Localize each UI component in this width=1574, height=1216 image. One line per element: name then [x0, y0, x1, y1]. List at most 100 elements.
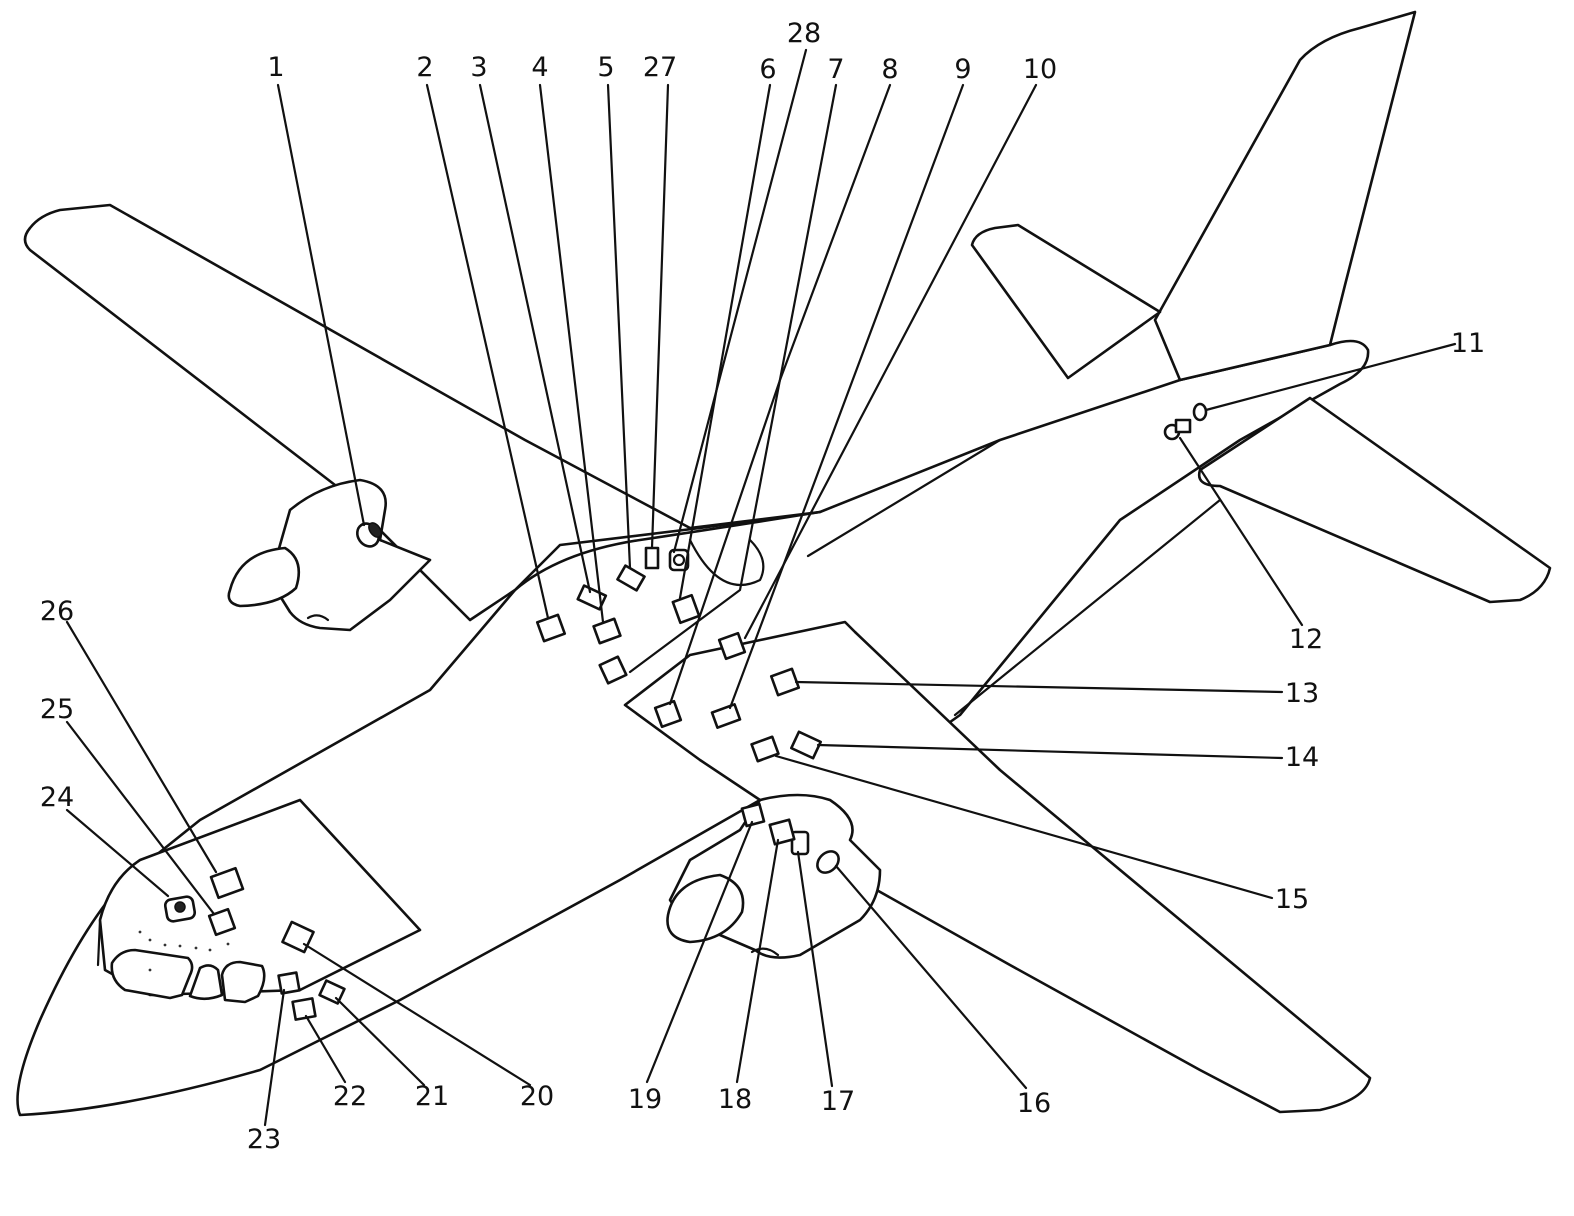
unit-27 — [644, 546, 660, 570]
leader-28 — [672, 48, 808, 554]
callout-20: 20 — [520, 1081, 554, 1112]
leader-6 — [678, 83, 772, 600]
leader-20 — [302, 942, 532, 1087]
leader-23 — [263, 988, 286, 1127]
leader-27 — [650, 83, 670, 550]
callout-14: 14 — [1285, 742, 1319, 773]
left-engine-detail — [306, 614, 330, 622]
cockpit-window-1 — [110, 948, 194, 1000]
unit-1 — [356, 522, 382, 548]
leader-18 — [735, 838, 780, 1084]
cockpit-dots — [138, 930, 230, 972]
unit-21 — [318, 979, 346, 1005]
left-wing — [23, 203, 822, 622]
leader-16 — [834, 864, 1028, 1090]
leader-19 — [645, 820, 754, 1084]
left-spinner — [227, 546, 300, 608]
cockpit-window-2 — [188, 964, 224, 1001]
unit-13 — [769, 667, 801, 697]
callout-7: 7 — [827, 54, 844, 85]
unit-26 — [209, 866, 245, 900]
callout-10: 10 — [1023, 54, 1057, 85]
unit-28 — [668, 548, 690, 572]
callout-labels: 1 2 3 4 5 27 28 6 7 8 9 10 11 12 13 14 1… — [40, 18, 1485, 1155]
callout-4: 4 — [531, 52, 548, 83]
belly-line — [953, 498, 1222, 717]
unit-19 — [740, 802, 766, 828]
leader-13 — [794, 680, 1284, 694]
callout-17: 17 — [821, 1086, 855, 1117]
unit-10 — [717, 631, 747, 661]
callout-21: 21 — [415, 1081, 449, 1112]
unit-11 — [1192, 402, 1208, 422]
unit-25 — [207, 907, 237, 937]
unit-22 — [291, 997, 317, 1021]
unit-15 — [750, 735, 780, 763]
leader-3 — [478, 83, 592, 594]
leader-7 — [628, 83, 838, 674]
unit-6 — [671, 593, 701, 625]
unit-8 — [653, 699, 683, 729]
unit-23 — [277, 971, 301, 995]
leader-25 — [65, 720, 216, 916]
leader-2 — [425, 83, 550, 620]
left-engine-nacelle — [268, 478, 432, 632]
callout-8: 8 — [881, 54, 898, 85]
leader-5 — [606, 83, 632, 570]
right-engine-detail — [750, 947, 780, 957]
callout-15: 15 — [1275, 884, 1309, 915]
leader-10 — [743, 83, 1038, 640]
leader-4 — [538, 83, 605, 624]
leader-22 — [304, 1014, 347, 1084]
unit-18 — [768, 818, 796, 846]
unit-3 — [576, 584, 608, 611]
vertical-tail — [1153, 10, 1417, 382]
leader-14 — [816, 743, 1284, 760]
callout-28: 28 — [787, 18, 821, 49]
callout-3: 3 — [470, 52, 487, 83]
spine-line — [806, 438, 1002, 558]
leader-lines — [65, 48, 1457, 1127]
unit-16 — [816, 850, 840, 874]
leader-11 — [1204, 342, 1457, 412]
callout-11: 11 — [1451, 328, 1485, 359]
callout-6: 6 — [759, 54, 776, 85]
leader-24 — [65, 808, 170, 898]
callout-9: 9 — [954, 54, 971, 85]
callout-12: 12 — [1289, 624, 1323, 655]
leader-15 — [774, 754, 1274, 900]
leader-17 — [796, 850, 834, 1088]
dorsal-fairing — [688, 538, 765, 587]
callout-26: 26 — [40, 596, 74, 627]
callout-18: 18 — [718, 1084, 752, 1115]
unit-24 — [163, 895, 197, 923]
leader-12 — [1178, 436, 1304, 627]
callout-27: 27 — [643, 52, 677, 83]
callout-16: 16 — [1017, 1088, 1051, 1119]
unit-5 — [616, 564, 646, 592]
callout-2: 2 — [416, 52, 433, 83]
leader-26 — [65, 620, 218, 874]
callout-5: 5 — [597, 52, 614, 83]
leader-1 — [276, 83, 366, 527]
leader-21 — [334, 996, 426, 1087]
unit-17 — [790, 830, 810, 856]
unit-9 — [710, 703, 742, 729]
cockpit-frame — [96, 918, 102, 967]
unit-7 — [598, 655, 628, 685]
unit-14 — [790, 730, 822, 760]
callout-1: 1 — [267, 52, 284, 83]
callout-24: 24 — [40, 782, 74, 813]
left-stabilizer — [970, 223, 1162, 380]
callout-23: 23 — [247, 1124, 281, 1155]
callout-22: 22 — [333, 1081, 367, 1112]
cockpit-window-3 — [220, 960, 266, 1004]
right-stabilizer — [1197, 396, 1552, 604]
callout-19: 19 — [628, 1084, 662, 1115]
leader-9 — [728, 83, 965, 710]
callout-25: 25 — [40, 694, 74, 725]
unit-12 — [1163, 418, 1192, 441]
leader-8 — [668, 83, 892, 706]
equipment-units — [163, 402, 1208, 1021]
